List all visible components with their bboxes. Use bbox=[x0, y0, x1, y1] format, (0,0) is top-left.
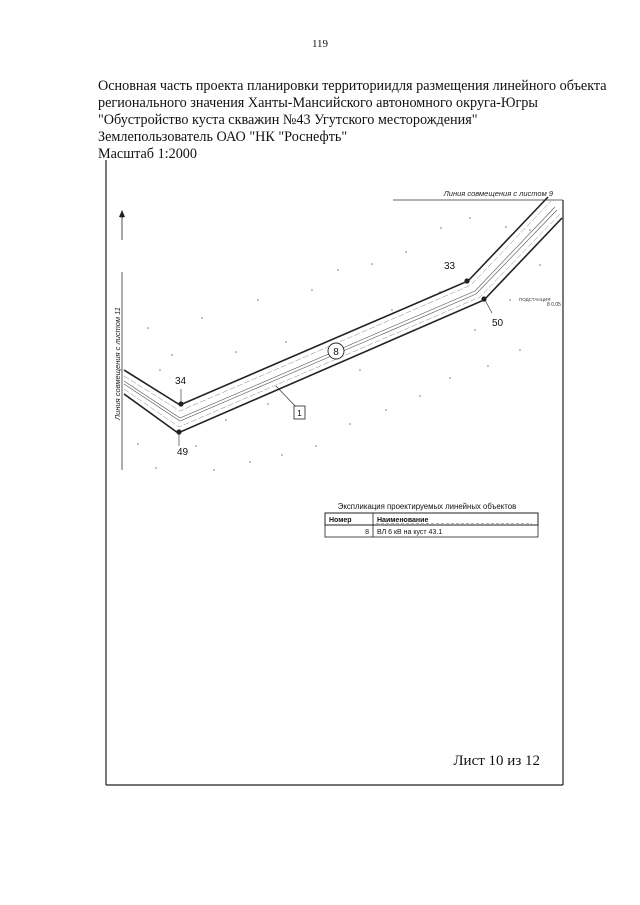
title-line-1: Основная часть проекта планировки террит… bbox=[98, 78, 607, 94]
svg-text:50: 50 bbox=[492, 318, 504, 329]
title-line-4: Землепользователь ОАО "НК "Роснефть" bbox=[98, 129, 348, 145]
svg-text:ПОДСТАНЦИЯ: ПОДСТАНЦИЯ bbox=[519, 297, 550, 302]
table-header-number: Номер bbox=[329, 517, 352, 524]
corridor-upper-boundary bbox=[123, 196, 549, 406]
terrain-marks bbox=[137, 217, 541, 471]
power-line-axis-b bbox=[123, 209, 558, 422]
table-header-name: Наименование bbox=[377, 517, 428, 524]
title-line-2: регионального значения Ханты-Мансийского… bbox=[98, 95, 538, 111]
svg-text:8 0.05: 8 0.05 bbox=[547, 302, 561, 308]
corridor-lower-boundary bbox=[123, 217, 563, 434]
title-line-3: "Обустройство куста скважин №43 Угутског… bbox=[98, 112, 478, 128]
turning-point-49: 49 bbox=[176, 429, 189, 458]
turning-point-34: 34 bbox=[175, 376, 187, 407]
explication-table: Экспликация проектируемых линейных объек… bbox=[324, 502, 539, 538]
match-line-top-label: Линия совмещения с листом 9 bbox=[443, 189, 554, 198]
table-cell-number: 8 bbox=[365, 529, 369, 536]
turning-point-33: 33 bbox=[444, 261, 470, 284]
sheet-number-label: Лист 10 из 12 bbox=[453, 753, 540, 769]
power-line-axis-a bbox=[123, 206, 556, 419]
document-title-block: Основная часть проекта планировки террит… bbox=[98, 78, 618, 163]
svg-text:8: 8 bbox=[333, 347, 339, 358]
svg-text:1: 1 bbox=[297, 408, 302, 418]
page-number: 119 bbox=[311, 38, 329, 50]
svg-text:49: 49 bbox=[177, 447, 189, 458]
corridor-inner-dash-lower bbox=[123, 213, 561, 428]
svg-text:33: 33 bbox=[444, 261, 456, 272]
object-marker-8: 8 bbox=[327, 342, 345, 360]
scale-label: Масштаб 1:2000 bbox=[98, 146, 197, 162]
north-arrow: N bbox=[119, 210, 125, 240]
north-label: N bbox=[120, 214, 124, 220]
zone-marker-1: 1 bbox=[275, 385, 306, 420]
corridor-inner-dash-upper bbox=[123, 200, 552, 412]
side-annotation: ПОДСТАНЦИЯ 8 0.05 bbox=[519, 297, 561, 308]
explication-title: Экспликация проектируемых линейных объек… bbox=[338, 502, 516, 511]
svg-text:34: 34 bbox=[175, 376, 187, 387]
table-cell-name: ВЛ 6 кВ на куст 43.1 bbox=[377, 529, 442, 536]
match-line-left-label: Линия совмещения с листом 11 bbox=[113, 307, 122, 421]
turning-point-50: 50 bbox=[481, 296, 504, 329]
